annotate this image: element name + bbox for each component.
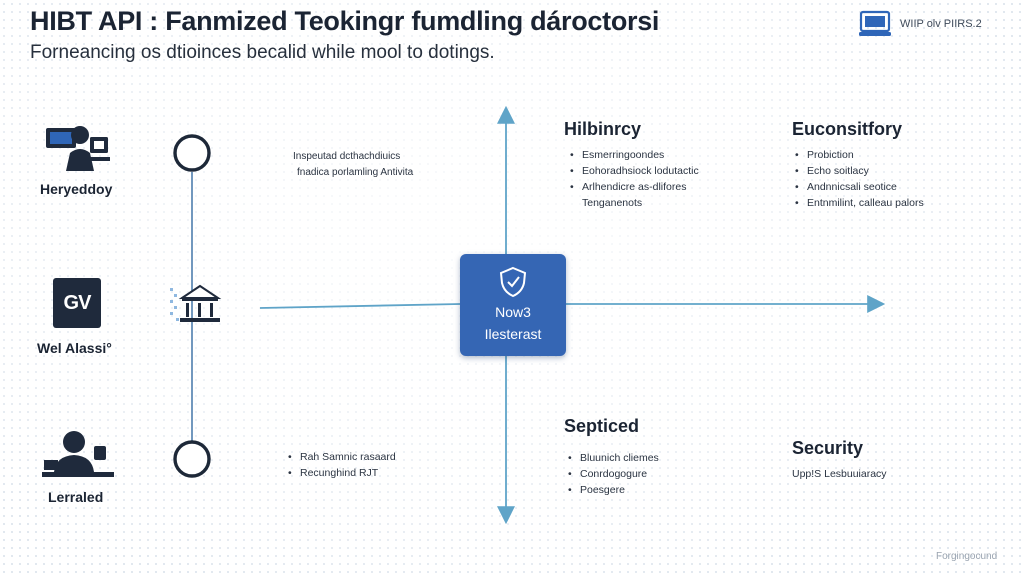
center-node-line-2: Ilesterast <box>484 326 542 342</box>
computer-user-icon <box>46 126 110 171</box>
section-list-hilbinrcy: Esmerringoondes Eohoradhsiock lodutactic… <box>568 147 699 211</box>
gv-logo: GV <box>53 278 101 328</box>
list-item: Conrdogogure <box>566 466 659 482</box>
section-title-septiced: Septiced <box>564 416 640 436</box>
center-node[interactable]: Now3 Ilesterast <box>460 254 566 356</box>
header-badge-label: WIIP olv PIIRS.2 <box>900 18 982 30</box>
bank-icon <box>170 284 222 322</box>
top-note-line-2: fnadica porlamling Antivita <box>297 167 414 178</box>
section-list-septiced: Bluunich cliemes Conrdogogure Poesgere <box>566 450 659 498</box>
section-title-hilbinrcy: Hilbinrcy <box>564 119 642 139</box>
shield-icon <box>499 266 527 298</box>
footer-text: Forgingocund <box>936 551 998 562</box>
list-item: Arlhendicre as-dlifores <box>568 179 699 195</box>
left-label-top: Heryeddoy <box>40 181 113 197</box>
bottom-note-list: Rah Samnic rasaard Recunghind RJT <box>286 449 396 481</box>
list-item: Esmerringoondes <box>568 147 699 163</box>
arrow-left <box>259 303 461 309</box>
page-title: HIBT API : Fanmized Teokingr fumdling dá… <box>30 6 660 36</box>
top-note: Inspeutad dcthachdiuics fnadica porlamli… <box>293 149 413 181</box>
list-item: Entnmilint, calleau palors <box>793 195 924 211</box>
list-item: Probiction <box>793 147 924 163</box>
list-item: Rah Samnic rasaard <box>286 449 396 465</box>
list-item: Tenganenots <box>582 197 643 209</box>
list-item: Recunghind RJT <box>286 465 396 481</box>
laptop-icon <box>859 10 891 36</box>
section-list-euconsitfory: Probiction Echo soitlacy Andnnicsali seo… <box>793 147 924 211</box>
top-node-circle <box>173 134 211 172</box>
section-title-security: Security <box>792 438 864 458</box>
list-item: Andnnicsali seotice <box>793 179 924 195</box>
list-item: Poesgere <box>566 482 659 498</box>
top-note-line-1: Inspeutad dcthachdiuics <box>293 151 401 162</box>
page-subtitle: Forneancing os dtioinces becalid while m… <box>30 42 495 63</box>
center-node-line-1: Now3 <box>495 304 531 320</box>
left-label-bottom: Lerraled <box>48 489 104 505</box>
bottom-node-circle <box>173 440 211 478</box>
list-item: Echo soitlacy <box>793 163 924 179</box>
list-item: Bluunich cliemes <box>566 450 659 466</box>
list-item: Eohoradhsiock lodutactic <box>568 163 699 179</box>
header-badge[interactable]: WIIP olv PIIRS.2 <box>858 10 982 38</box>
security-text: Upp!S Lesbuuiaracy <box>792 468 887 480</box>
left-label-middle: Wel Alassi° <box>37 340 112 356</box>
person-at-desk-icon <box>42 431 114 477</box>
section-title-euconsitfory: Euconsitfory <box>792 119 903 139</box>
